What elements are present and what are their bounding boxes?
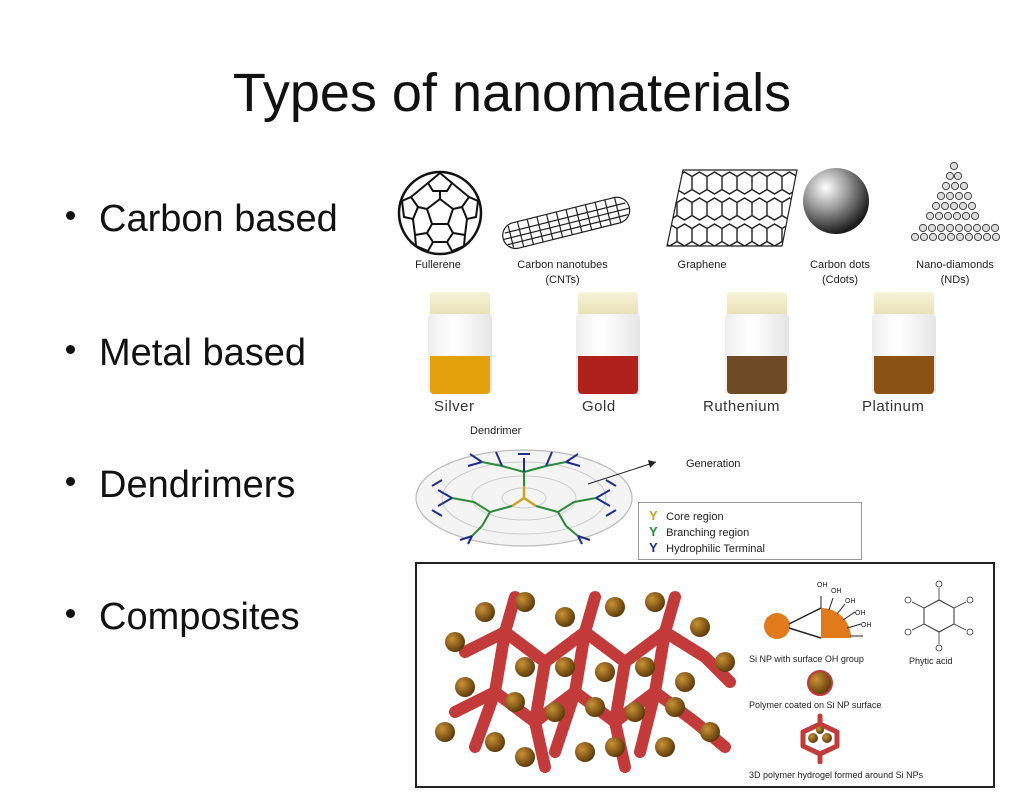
bullet-text: Metal based	[99, 332, 307, 374]
oh-label: OH	[861, 622, 872, 629]
bullet-text: Dendrimers	[99, 464, 296, 506]
si-np-label: Si NP with surface OH group	[749, 654, 864, 664]
hydrogel-label: 3D polymer hydrogel formed around Si NPs	[749, 770, 924, 780]
phytic-acid-label: Phytic acid	[909, 656, 953, 666]
bullet-item: Carbon based	[66, 198, 338, 241]
bullet-dot-icon	[66, 477, 75, 487]
bullet-item: Composites	[66, 596, 300, 639]
bullet-dot-icon	[66, 211, 75, 221]
bullet-dot-icon	[66, 345, 75, 355]
polymer-coated-particle-icon	[807, 670, 833, 696]
oh-label: OH	[817, 582, 828, 589]
bullet-text: Composites	[99, 596, 300, 638]
fullerene-caption: Fullerene	[415, 259, 461, 271]
dendrimer-title: Dendrimer	[470, 425, 522, 437]
nd-caption: Nano-diamonds (NDs)	[900, 258, 1010, 288]
cdots-caption-line1: Carbon dots	[810, 259, 870, 271]
vial-liquid	[727, 356, 787, 394]
dendrimer-legend: Y Core region Y Branching region Y Hydro…	[638, 502, 862, 560]
cnt-caption-line1: Carbon nanotubes	[517, 259, 608, 271]
slide-title: Types of nanomaterials	[232, 63, 792, 123]
generation-label: Generation	[686, 458, 741, 470]
legend-terminal-label: Hydrophilic Terminal	[666, 543, 765, 555]
nd-caption-line2: (NDs)	[940, 274, 970, 286]
oh-label: OH	[831, 588, 842, 595]
polymer-coated-label: Polymer coated on Si NP surface	[749, 700, 882, 710]
graphene-caption: Graphene	[677, 259, 727, 271]
legend-core-label: Core region	[666, 511, 724, 523]
vial-liquid	[874, 356, 934, 394]
vial-liquid	[430, 356, 490, 394]
oh-label: OH	[845, 598, 856, 605]
platinum-label: Platinum	[862, 398, 925, 415]
cnt-caption: Carbon nanotubes (CNTs)	[495, 258, 630, 288]
fullerene-icon	[397, 170, 483, 256]
phytic-acid-structure-icon	[904, 580, 974, 652]
legend-branching-label: Branching region	[666, 527, 750, 539]
ruthenium-label: Ruthenium	[703, 398, 781, 415]
gold-vial	[576, 292, 640, 396]
carbon-illustrations	[397, 161, 1001, 256]
legend-branching: Y Branching region	[649, 523, 749, 541]
ruthenium-vial	[725, 292, 789, 396]
core-region-icon: Y	[649, 508, 658, 523]
nano-diamond-icon	[910, 161, 1001, 242]
cnt-caption-line2: (CNTs)	[545, 274, 580, 286]
branching-region-icon: Y	[649, 524, 658, 539]
hydrogel-network-image	[435, 591, 736, 773]
graphene-icon	[666, 169, 798, 247]
hydrophilic-terminal-icon: Y	[649, 540, 658, 555]
oh-label: OH	[855, 610, 866, 617]
gold-label: Gold	[582, 398, 616, 415]
composite-panel: OH OH OH OH OH Si NP with surface OH gro…	[415, 562, 995, 788]
bullet-dot-icon	[66, 609, 75, 619]
silver-vial	[428, 292, 492, 396]
platinum-vial	[872, 292, 936, 396]
cdots-caption: Carbon dots (Cdots)	[795, 258, 885, 288]
silver-label: Silver	[434, 398, 475, 415]
bullet-text: Carbon based	[99, 198, 338, 240]
carbon-dot-icon	[803, 168, 869, 234]
carbon-nanotube-icon	[502, 196, 631, 250]
nd-caption-line1: Nano-diamonds	[916, 259, 994, 271]
legend-core: Y Core region	[649, 507, 724, 525]
bullet-item: Metal based	[66, 332, 306, 375]
dendrimer-diagram	[415, 449, 657, 547]
bullet-item: Dendrimers	[66, 464, 295, 507]
si-np-oh-icon	[764, 596, 863, 639]
hydrogel-small-icon	[800, 713, 840, 764]
vial-liquid	[578, 356, 638, 394]
cdots-caption-line2: (Cdots)	[821, 274, 859, 286]
legend-terminal: Y Hydrophilic Terminal	[649, 539, 765, 557]
